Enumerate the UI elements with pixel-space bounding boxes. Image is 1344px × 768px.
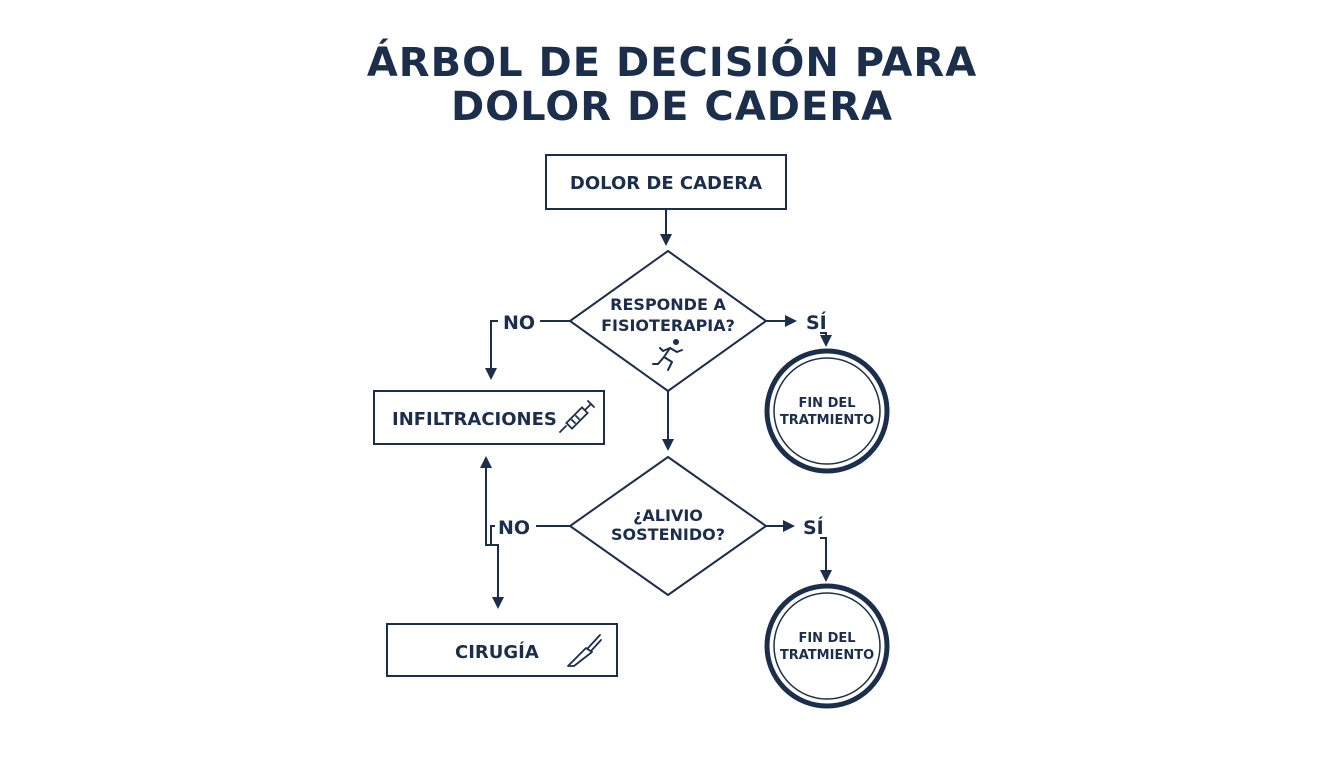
start-node-label: DOLOR DE CADERA: [570, 173, 762, 194]
connector-d1-yes-to-end1: [820, 332, 832, 347]
decision-node-1: RESPONDE A FISIOTERAPIA?: [568, 249, 768, 393]
decision-1-line-1: RESPONDE A: [610, 295, 726, 314]
infiltraciones-label: INFILTRACIONES: [392, 409, 557, 430]
decision-node-2: ¿ALIVIO SOSTENIDO?: [568, 455, 768, 597]
infiltraciones-node: INFILTRACIONES: [373, 390, 605, 445]
decision-1-yes-label: SÍ: [806, 311, 827, 334]
end-node-2: FIN DEL TRATMIENTO: [764, 583, 890, 709]
scalpel-icon: [567, 634, 602, 667]
title-line-1: ÁRBOL DE DECISIÓN PARA: [367, 38, 977, 86]
decision-1-line-2: FISIOTERAPIA?: [601, 316, 735, 335]
connector-d2-no-up-to-infiltraciones: [480, 456, 495, 546]
connector-d2-yes-to-end2: [820, 537, 832, 582]
start-node: DOLOR DE CADERA: [545, 154, 787, 210]
cirugia-node: CIRUGÍA: [386, 623, 618, 677]
connector-d1-no-to-infiltraciones: [485, 320, 498, 380]
runner-icon: [652, 339, 683, 371]
decision-2-line-2: SOSTENIDO?: [611, 525, 725, 544]
title-line-2: DOLOR DE CADERA: [451, 84, 893, 130]
decision-2-no-label: NO: [498, 517, 530, 539]
cirugia-label: CIRUGÍA: [455, 641, 539, 663]
end-1-line-2: TRATMIENTO: [780, 413, 874, 428]
syringe-icon: [559, 400, 595, 433]
decision-2-line-1: ¿ALIVIO: [633, 506, 703, 525]
end-2-line-2: TRATMIENTO: [780, 648, 874, 663]
end-node-1: FIN DEL TRATMIENTO: [764, 348, 890, 474]
decision-2-yes-label: SÍ: [803, 516, 824, 539]
connector-d2-no-down-to-cirugia: [491, 544, 504, 609]
decision-1-no-label: NO: [503, 312, 535, 334]
end-1-line-1: FIN DEL: [798, 396, 855, 411]
end-2-line-1: FIN DEL: [798, 631, 855, 646]
